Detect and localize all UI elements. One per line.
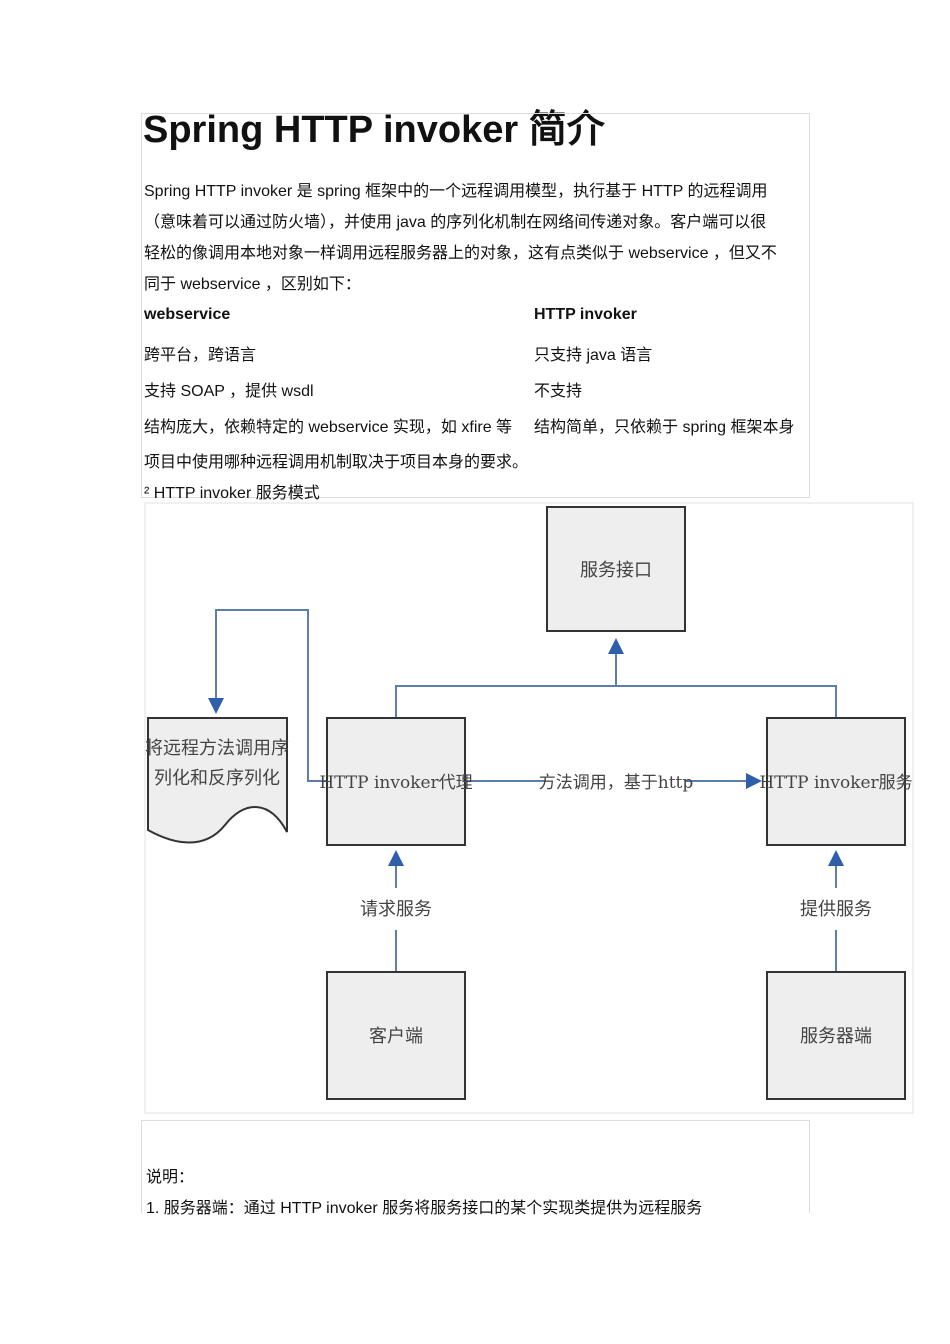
- provide-label: 提供服务: [800, 899, 872, 920]
- serialize-label: 将远程方法调用序: [145, 738, 289, 759]
- arrow-to-serialize: [208, 609, 327, 782]
- intro-line: （意味着可以通过防火墙），并使用 java 的序列化机制在网络间传递对象。客户端…: [144, 214, 767, 231]
- intro-line: 轻松的像调用本地对象一样调用远程服务器上的对象，这有点类似于 webservic…: [144, 245, 777, 262]
- intro-line: Spring HTTP invoker 是 spring 框架中的一个远程调用模…: [144, 183, 768, 200]
- server-label: 服务器端: [800, 1026, 872, 1047]
- interface-connector: [395, 685, 837, 718]
- serialize-document-shape: [147, 717, 288, 844]
- table-cell: 不支持: [534, 383, 583, 400]
- table-cell: 跨平台，跨语言: [144, 347, 257, 364]
- section-heading: ² HTTP invoker 服务模式: [144, 485, 320, 502]
- proxy-label: HTTP invoker代理: [319, 773, 472, 793]
- request-label: 请求服务: [360, 899, 432, 920]
- table-cell: 只支持 java 语言: [534, 347, 653, 364]
- table-cell: 结构简单，只依赖于 spring 框架本身: [534, 419, 795, 436]
- service-interface-label: 服务接口: [580, 560, 652, 581]
- text-frame: [141, 113, 810, 498]
- connector-lines: [208, 609, 837, 972]
- table-cell: 结构庞大，依赖特定的 webservice 实现，如 xfire 等: [144, 419, 513, 436]
- call-label: 方法调用，基于http: [539, 773, 694, 793]
- client-label: 客户端: [369, 1026, 423, 1047]
- note-item: 1. 服务器端：通过 HTTP invoker 服务将服务接口的某个实现类提供为…: [146, 1200, 703, 1217]
- service-label: HTTP invoker服务: [759, 773, 912, 793]
- proxy-box: [326, 717, 466, 846]
- client-box: [326, 971, 466, 1100]
- table-header: webservice: [144, 306, 231, 323]
- page-title: Spring HTTP invoker 简介: [143, 109, 605, 151]
- server-box: [766, 971, 906, 1100]
- notes-frame: [141, 1120, 810, 1213]
- summary-text: 项目中使用哪种远程调用机制取决于项目本身的要求。: [144, 454, 529, 471]
- diagram-frame: [144, 502, 914, 1114]
- intro-line: 同于 webservice ，区别如下：: [144, 276, 361, 293]
- notes-title: 说明：: [146, 1169, 195, 1186]
- serialize-label: 列化和反序列化: [154, 768, 280, 789]
- table-cell: 支持 SOAP ，提供 wsdl: [144, 383, 314, 400]
- table-header: HTTP invoker: [534, 306, 637, 323]
- service-box: [766, 717, 906, 846]
- service-interface-box: [546, 506, 686, 632]
